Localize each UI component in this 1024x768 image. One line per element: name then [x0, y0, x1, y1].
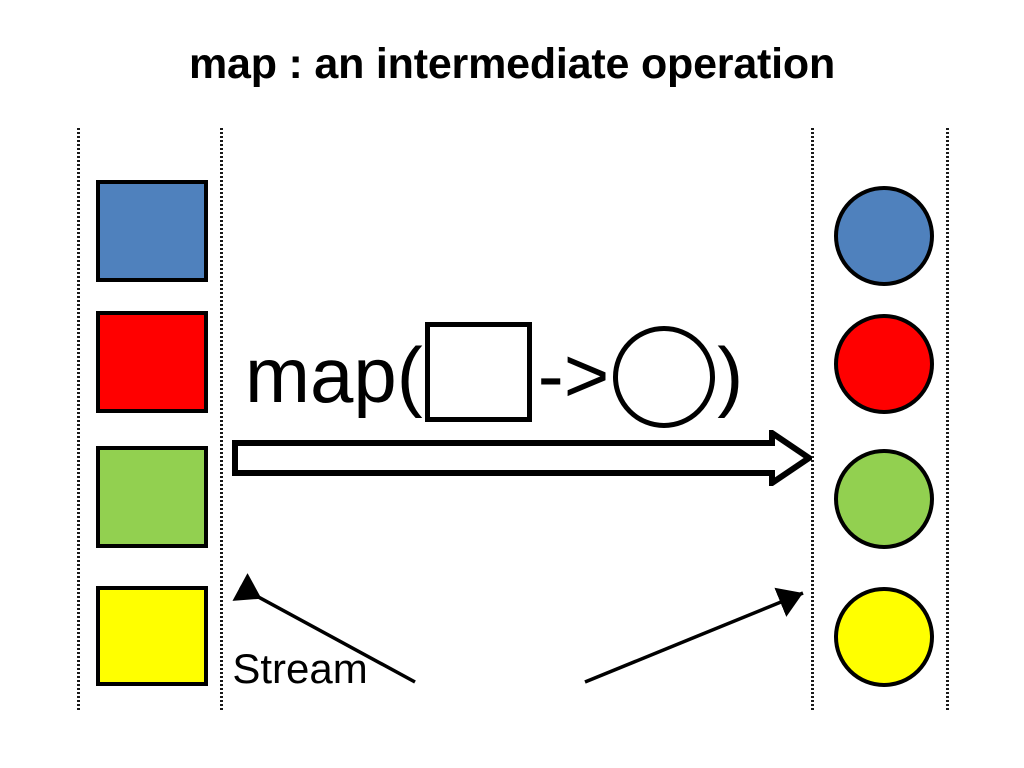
- page-title: map : an intermediate operation: [188, 40, 836, 88]
- source-element-square-red: [96, 311, 208, 413]
- map-expression: map( -> ): [245, 320, 743, 430]
- stream-callout-arrows-icon: [232, 573, 804, 684]
- result-stream-left-boundary: [811, 128, 814, 712]
- lambda-input-square-icon: [424, 322, 532, 422]
- map-expression-suffix: ): [717, 331, 744, 419]
- source-element-square-green: [96, 446, 208, 548]
- lambda-arrow: ->: [537, 331, 610, 419]
- map-expression-prefix: map(: [245, 331, 423, 419]
- result-stream-right-boundary: [946, 128, 949, 712]
- pipeline-flow-arrow-icon: [232, 430, 812, 486]
- source-element-square-blue: [96, 180, 208, 282]
- result-element-circle-blue: [834, 186, 934, 286]
- source-stream-left-boundary: [77, 128, 80, 712]
- result-element-circle-green: [834, 449, 934, 549]
- result-element-circle-yellow: [834, 587, 934, 687]
- source-element-square-yellow: [96, 586, 208, 686]
- source-stream-right-boundary: [220, 128, 223, 712]
- stream-label: Stream: [232, 645, 368, 692]
- result-element-circle-red: [834, 314, 934, 414]
- lambda-output-circle-icon: [613, 326, 716, 428]
